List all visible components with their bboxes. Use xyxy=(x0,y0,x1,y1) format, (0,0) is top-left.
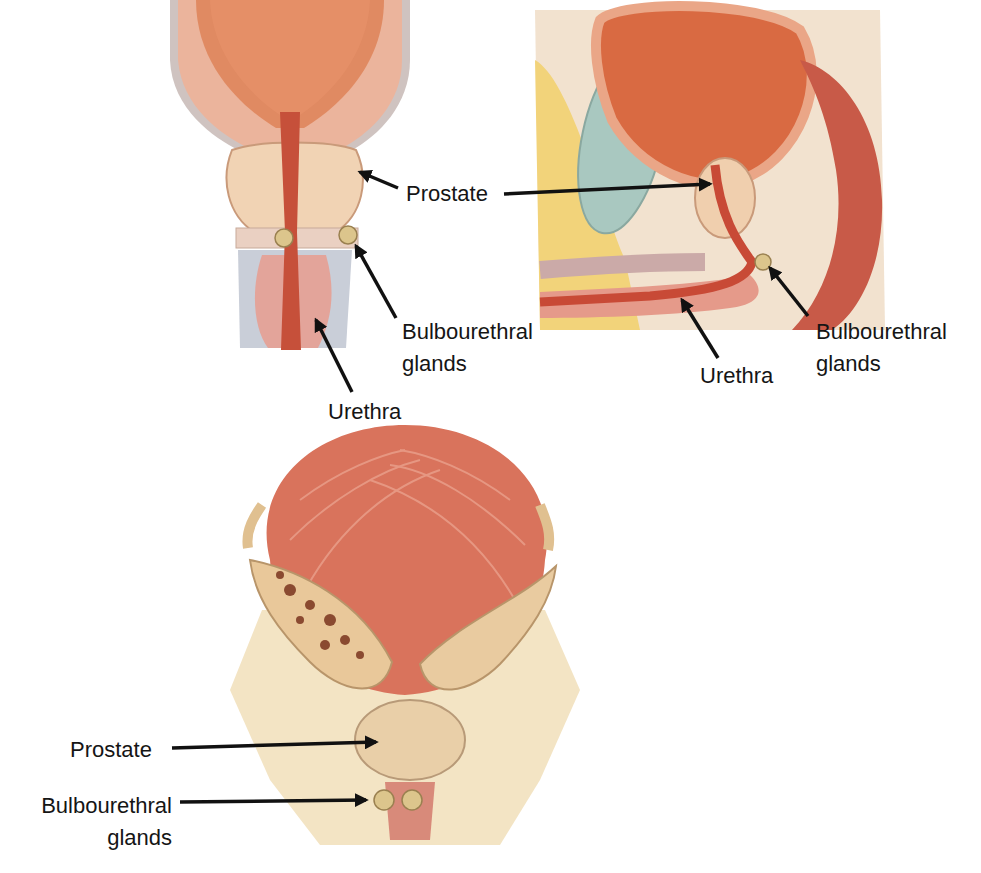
part-label: Bulbourethral glands xyxy=(816,316,976,380)
leader-arrow xyxy=(356,246,396,318)
sagittal-section xyxy=(535,6,885,330)
leader-arrows xyxy=(172,172,808,802)
coronal-section xyxy=(170,0,410,350)
leader-arrow xyxy=(180,800,366,802)
part-label: Prostate xyxy=(70,734,152,766)
part-label: Prostate xyxy=(406,178,488,210)
leader-arrow xyxy=(316,320,352,392)
part-label: Urethra xyxy=(700,360,773,392)
leader-arrow xyxy=(504,184,710,194)
posterior-view xyxy=(230,425,580,845)
leader-arrow xyxy=(770,268,808,316)
part-label: Urethra xyxy=(328,396,401,428)
leader-arrow xyxy=(360,172,398,188)
part-label: Bulbourethral glands xyxy=(12,790,172,854)
part-label: Bulbourethral glands xyxy=(402,316,562,380)
leader-arrow xyxy=(682,300,718,358)
leader-arrow xyxy=(172,742,376,748)
